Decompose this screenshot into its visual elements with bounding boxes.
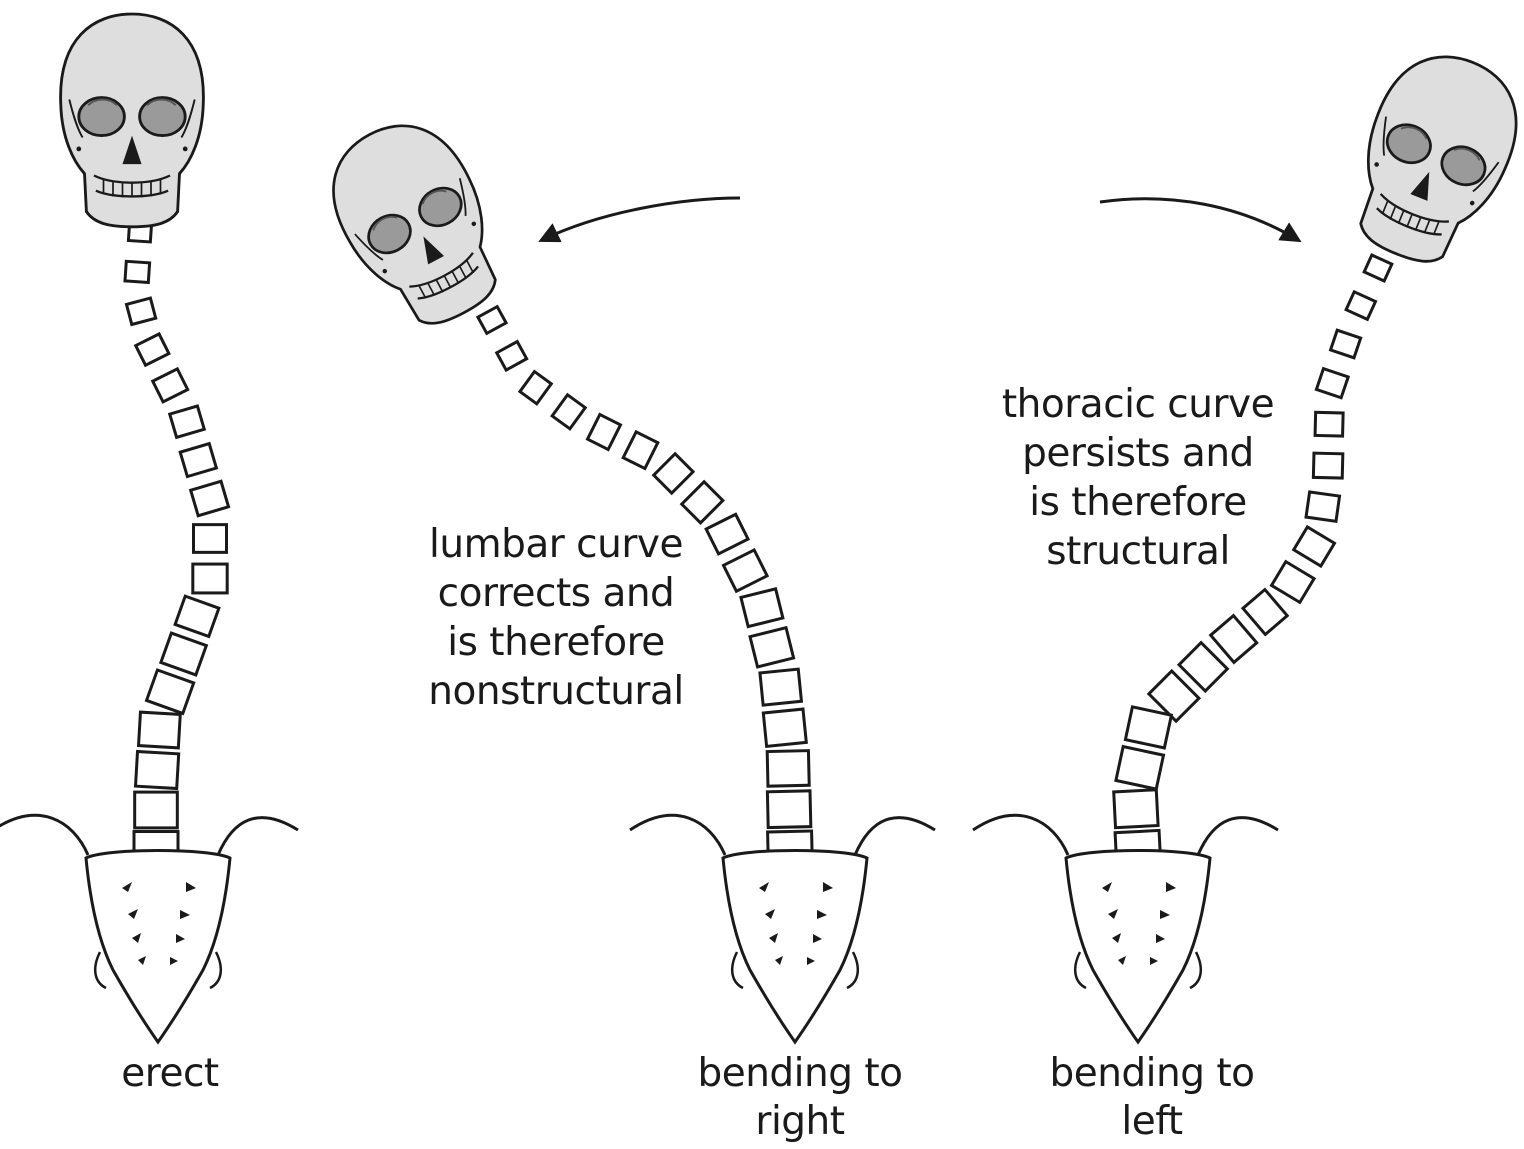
curved-arrow-icon	[1100, 199, 1298, 240]
vertebra	[1364, 255, 1392, 281]
vertebra	[1211, 616, 1257, 663]
vertebra	[760, 669, 802, 705]
vertebra	[1125, 707, 1171, 748]
figure-erect	[0, 14, 298, 1042]
vertebra	[135, 792, 178, 828]
sacrum-icon	[630, 815, 935, 1042]
vertebra	[520, 372, 551, 404]
vertebra	[175, 596, 219, 636]
sacrum-icon	[0, 815, 298, 1042]
skull-icon	[1332, 37, 1524, 280]
vertebra	[193, 564, 227, 593]
vertebra	[497, 342, 527, 370]
vertebra	[1243, 590, 1287, 635]
spine-erect	[125, 222, 229, 868]
vertebra	[180, 444, 216, 477]
vertebra	[191, 481, 229, 515]
caption-erect: erect	[70, 1050, 270, 1098]
vertebra	[125, 261, 150, 282]
vertebra	[654, 454, 693, 493]
vertebra	[682, 482, 723, 523]
vertebra	[552, 395, 585, 429]
caption-bending-left: bending to left	[1032, 1050, 1272, 1146]
vertebra	[1346, 292, 1375, 320]
vertebra	[161, 633, 206, 675]
caption-bending-right: bending to right	[680, 1050, 920, 1146]
vertebra	[147, 670, 194, 713]
vertebra	[170, 406, 205, 437]
vertebra	[1306, 492, 1340, 521]
curved-arrow-icon	[542, 198, 740, 240]
vertebra	[767, 791, 810, 828]
vertebra	[1294, 527, 1335, 566]
vertebra	[750, 628, 794, 667]
vertebra	[1114, 790, 1158, 828]
vertebra	[1315, 412, 1343, 436]
skull-icon	[61, 14, 204, 227]
vertebra	[139, 712, 181, 748]
vertebra	[136, 334, 169, 365]
vertebra	[1316, 369, 1348, 398]
vertebra	[623, 432, 658, 469]
vertebra	[153, 369, 188, 402]
vertebra	[1313, 453, 1342, 478]
vertebra	[1116, 747, 1164, 790]
vertebra	[126, 298, 155, 324]
vertebra	[194, 525, 227, 553]
vertebra	[723, 550, 767, 591]
vertebra	[741, 589, 783, 627]
vertebra	[588, 415, 621, 450]
lumbar-annotation: lumbar curve corrects and is therefore n…	[418, 520, 694, 716]
vertebra	[478, 307, 506, 334]
vertebra	[136, 752, 179, 789]
thoracic-annotation: thoracic curve persists and is therefore…	[998, 380, 1278, 576]
vertebra	[767, 751, 809, 787]
vertebra	[706, 514, 748, 554]
sacrum-icon	[973, 815, 1278, 1042]
vertebra	[1331, 330, 1361, 358]
vertebra	[763, 709, 806, 746]
